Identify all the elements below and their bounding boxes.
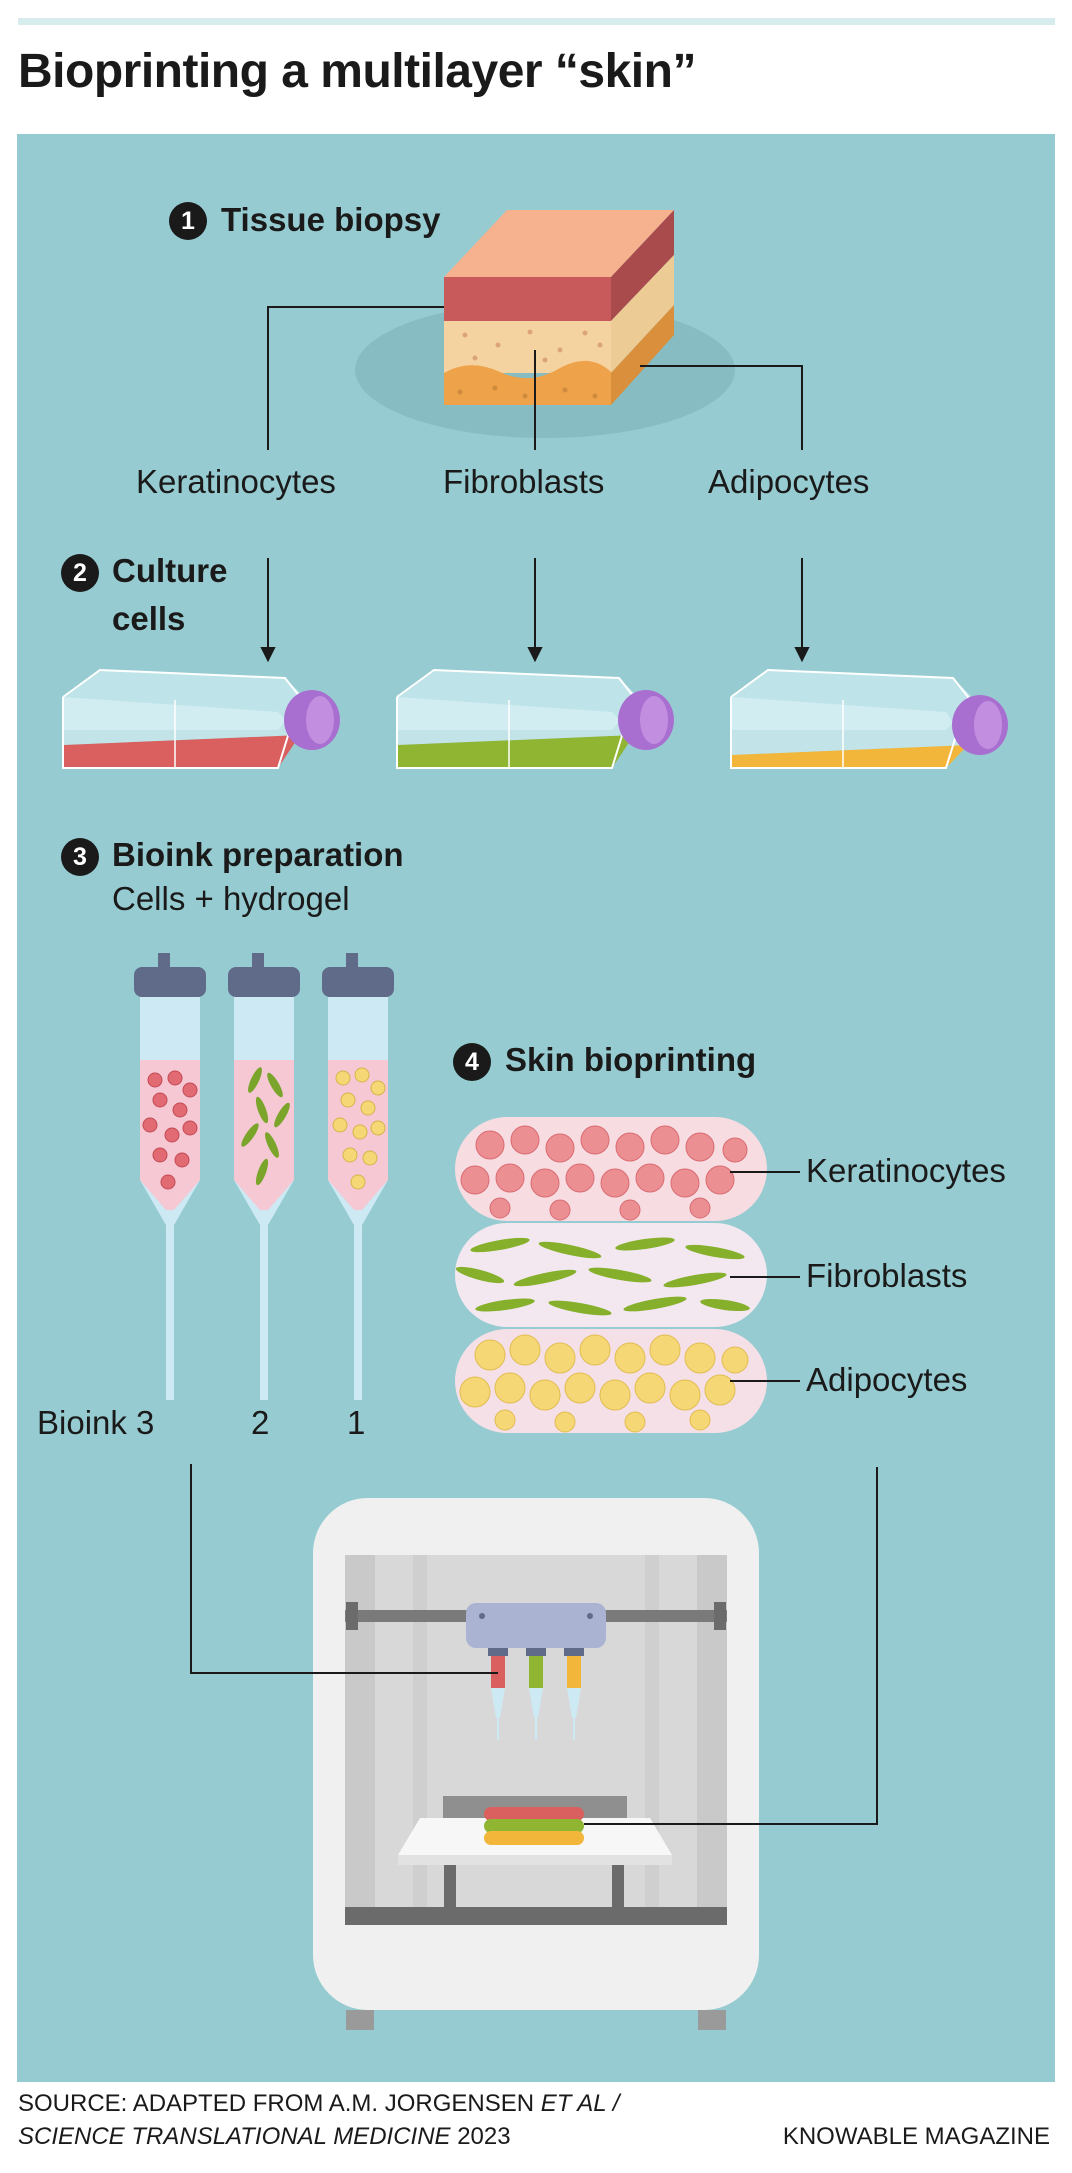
syringe-bioink-1 bbox=[322, 953, 394, 1400]
source-line-1: SOURCE: ADAPTED FROM A.M. JORGENSEN ET A… bbox=[18, 2090, 619, 2118]
flask-keratinocytes bbox=[62, 668, 340, 769]
source-year: 2023 bbox=[450, 2123, 511, 2150]
source-et-al: ET AL / bbox=[540, 2090, 620, 2117]
step-3-subtitle: Cells + hydrogel bbox=[112, 880, 350, 917]
page-title: Bioprinting a multilayer “skin” bbox=[18, 45, 696, 98]
flask-adipocytes bbox=[730, 668, 1008, 769]
step-2-title-line1: Culture bbox=[112, 552, 228, 589]
step-1-title: Tissue biopsy bbox=[221, 201, 441, 238]
step-4-title: Skin bioprinting bbox=[505, 1041, 757, 1078]
syringe-bioink-2 bbox=[228, 953, 300, 1400]
source-journal: SCIENCE TRANSLATIONAL MEDICINE bbox=[18, 2123, 451, 2150]
layer-fibroblasts bbox=[455, 1223, 767, 1327]
flask-fibroblasts bbox=[396, 668, 674, 769]
step-2-badge: 2 bbox=[61, 554, 99, 592]
brand-credit: KNOWABLE MAGAZINE bbox=[782, 2123, 1050, 2150]
syringe-bioink-3 bbox=[134, 953, 206, 1400]
step-4-badge: 4 bbox=[453, 1043, 491, 1081]
bioprinter bbox=[313, 1498, 759, 2030]
layer-label-fibroblasts: Fibroblasts bbox=[806, 1257, 968, 1294]
bioink-label-1: 1 bbox=[347, 1404, 366, 1441]
step-3-title: Bioink preparation bbox=[112, 836, 404, 873]
biopsy-label-keratinocytes: Keratinocytes bbox=[136, 463, 336, 500]
biopsy-label-adipocytes: Adipocytes bbox=[708, 463, 870, 500]
step-2-title-line2: cells bbox=[112, 600, 186, 637]
bioink-label-2: 2 bbox=[251, 1404, 270, 1441]
bioink-label-3: Bioink 3 bbox=[37, 1404, 155, 1441]
layer-keratinocytes bbox=[455, 1117, 767, 1221]
skin-biopsy-block bbox=[355, 210, 735, 438]
layer-label-adipocytes: Adipocytes bbox=[806, 1361, 968, 1398]
source-prefix: SOURCE: ADAPTED FROM A.M. JORGENSEN bbox=[18, 2090, 541, 2117]
source-line-2: SCIENCE TRANSLATIONAL MEDICINE 2023 bbox=[18, 2123, 511, 2151]
step-3-badge: 3 bbox=[61, 838, 99, 876]
biopsy-label-fibroblasts: Fibroblasts bbox=[443, 463, 605, 500]
layer-label-keratinocytes: Keratinocytes bbox=[806, 1152, 1006, 1189]
top-rule bbox=[18, 18, 1055, 25]
step-1-badge: 1 bbox=[169, 202, 207, 240]
layer-adipocytes bbox=[455, 1329, 767, 1433]
